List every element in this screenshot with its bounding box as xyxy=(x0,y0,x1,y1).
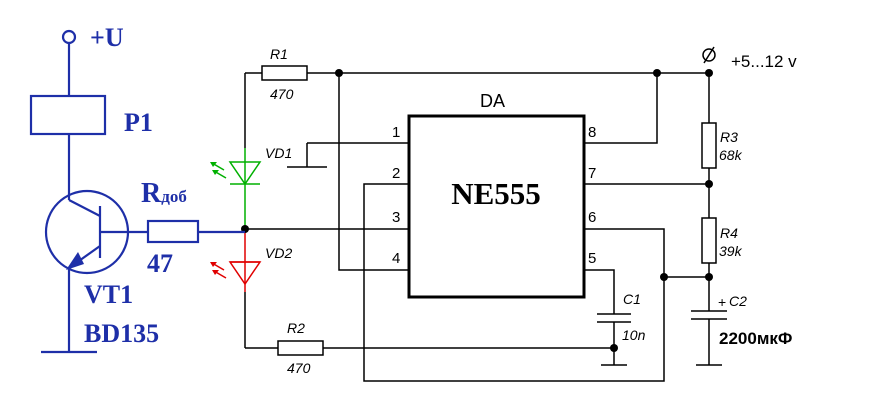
c1-ref: C1 xyxy=(623,291,641,307)
pin1-ground xyxy=(287,142,409,168)
r4-ref: R4 xyxy=(720,225,738,241)
c2-polarity: + xyxy=(718,294,726,310)
relay-p1 xyxy=(29,94,107,136)
transistor-ref: VT1 xyxy=(84,280,133,309)
pin-number: 7 xyxy=(588,165,596,182)
supply-rail xyxy=(245,72,710,123)
transistor-vt1 xyxy=(44,189,148,275)
supply-terminal xyxy=(702,46,716,64)
junction-dot xyxy=(610,344,618,352)
transistor-part: BD135 xyxy=(84,319,159,348)
vd2-ref: VD2 xyxy=(265,245,292,261)
radd-ref: Rдоб xyxy=(141,178,187,209)
resistor-r1 xyxy=(261,65,308,81)
junction-dot xyxy=(660,273,668,281)
led-vd1 xyxy=(210,148,262,225)
capacitor-c2 xyxy=(691,310,727,366)
supply-voltage-label: +5...12 v xyxy=(731,52,797,71)
capacitor-c1 xyxy=(597,313,631,366)
pin-number: 6 xyxy=(588,209,596,226)
r1-value: 470 xyxy=(270,86,294,102)
resistor-radd xyxy=(146,219,200,244)
resistor-r4 xyxy=(701,217,717,264)
relay-ref: P1 xyxy=(124,108,153,137)
pin-number: 3 xyxy=(392,209,400,226)
resistor-r3 xyxy=(701,122,717,169)
ne555-chip xyxy=(407,114,586,299)
c1-value: 10n xyxy=(622,327,646,343)
relay-supply-terminal xyxy=(61,29,77,45)
radd-value: 47 xyxy=(147,249,173,278)
vd1-ref: VD1 xyxy=(265,145,292,161)
pin-number: 8 xyxy=(588,124,596,141)
pin-number: 5 xyxy=(588,250,596,267)
relay-supply-label: +U xyxy=(90,23,124,52)
r1-ref: R1 xyxy=(270,46,288,62)
pin-number: 2 xyxy=(392,165,400,182)
pin-number: 4 xyxy=(392,250,400,267)
r3-ref: R3 xyxy=(720,129,738,145)
led-vd2 xyxy=(210,225,262,292)
chip-ref: DA xyxy=(480,91,505,111)
r4-value: 39k xyxy=(719,243,743,259)
chip-part: NE555 xyxy=(451,176,541,211)
r2-ref: R2 xyxy=(287,320,305,336)
r2-value: 470 xyxy=(287,360,311,376)
junction-dot xyxy=(705,69,713,77)
c2-ref: C2 xyxy=(729,293,747,309)
resistor-r2 xyxy=(277,340,324,356)
pin-number: 1 xyxy=(392,124,400,141)
c2-value: 2200мкФ xyxy=(719,329,792,348)
r3-value: 68k xyxy=(719,147,743,163)
